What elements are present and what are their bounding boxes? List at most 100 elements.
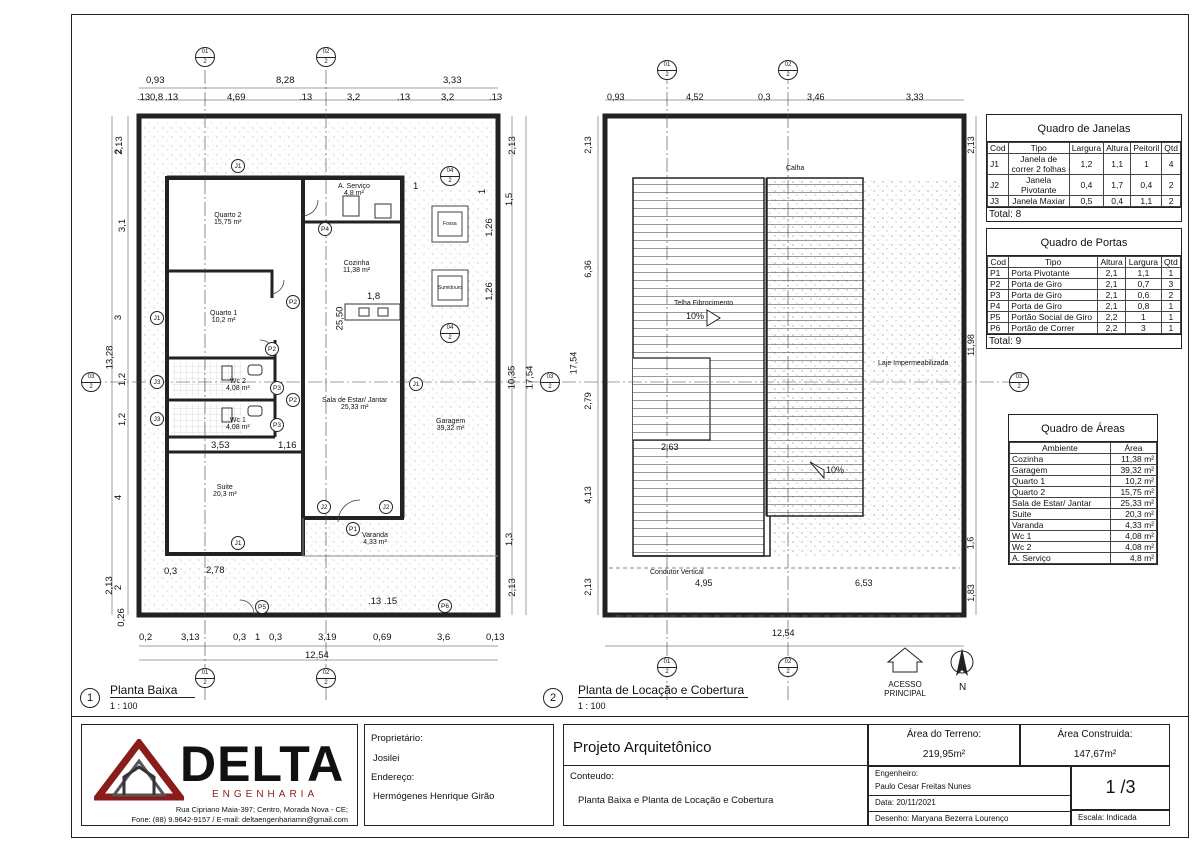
- grid-bubble-top: 03: [82, 373, 100, 383]
- cell: P6: [986, 322, 1010, 334]
- cell: Janela de correr 2 folhas: [1007, 153, 1070, 175]
- construida-value: 147,67m²: [1073, 749, 1117, 760]
- dim-inner-7: .13: [368, 596, 382, 607]
- cell: Janela Pivotante: [1007, 174, 1070, 196]
- cell: P1: [986, 267, 1010, 279]
- cell: 1: [1160, 267, 1182, 279]
- dimension-lines: [111, 87, 977, 661]
- access-label: ACESSO PRINCIPAL: [884, 680, 926, 698]
- dim-inner-5: 0,3: [164, 566, 178, 577]
- cell: 1,1: [1103, 153, 1132, 175]
- dim-bottom-4: 0,3: [269, 632, 283, 643]
- tag-p2-b: P2: [265, 342, 279, 356]
- dim-top2-2: .13: [165, 92, 179, 103]
- cell: 39,32 m²: [1109, 464, 1158, 476]
- col-qtd: Qtd: [1161, 142, 1181, 154]
- tag-p6: P6: [438, 599, 452, 613]
- cell: Portão Social de Giro: [1008, 311, 1099, 323]
- cell: 20,3 m²: [1109, 508, 1158, 520]
- dim-p2-left-0: 2,13: [582, 136, 593, 154]
- cell: 1,2: [1068, 153, 1105, 175]
- cell: Porta Pivotante: [1008, 267, 1099, 279]
- dim-right-10: 2,13: [506, 578, 518, 597]
- dim-bottom-total: 12,54: [305, 650, 329, 661]
- tag-j1-d: J1: [409, 377, 423, 391]
- dim-p2-left-total: 17,54: [568, 351, 579, 375]
- dim-bottom-3: 1: [255, 632, 261, 643]
- scale-value: Escala: Indicada: [1078, 813, 1137, 822]
- dim-inner-1: 1,8: [367, 291, 381, 302]
- cell: P3: [986, 289, 1010, 301]
- cell: 0,7: [1125, 278, 1162, 290]
- dim-top2-5: 3,2: [347, 92, 361, 103]
- cell: P2: [986, 278, 1010, 290]
- tag-j2-a: J2: [317, 500, 331, 514]
- tag-p1: P1: [346, 522, 360, 536]
- view-2-number: 2: [543, 688, 563, 708]
- dim-right-3: 1,5: [504, 192, 516, 207]
- cell: 4,8 m²: [1109, 552, 1158, 564]
- col-cod: Cod: [986, 256, 1010, 268]
- cell: Wc 2: [1009, 541, 1111, 553]
- grid-bubble-bottom: 2: [324, 59, 328, 65]
- delta-logo-icon: [94, 739, 184, 801]
- company-address: Rua Cipriano Maia-397; Centro, Morada No…: [175, 805, 348, 814]
- dim-p2-left-4: 2,13: [582, 578, 593, 596]
- cell: Quarto 2: [1009, 486, 1111, 498]
- dim-p2-left-3: 4,13: [582, 486, 593, 504]
- dim-p2-bottom-total: 12,54: [772, 628, 795, 638]
- grid-bubble-top: 02: [317, 48, 335, 58]
- company-contact: Fone: (88) 9.9642-9157 / E-mail: deltaen…: [131, 815, 348, 824]
- cell: Portão de Correr: [1008, 322, 1099, 334]
- dim-inner-2: 25,50: [334, 306, 346, 331]
- grid-bubble-bottom: 2: [665, 72, 669, 78]
- areas-title: Quadro de Áreas: [1009, 415, 1157, 442]
- cell: 2,1: [1097, 289, 1127, 301]
- cell: 3: [1160, 278, 1182, 290]
- label-slope-1: 10%: [686, 311, 705, 321]
- plan-2-locacao-cobertura: [602, 113, 974, 676]
- dim-p2-top-3: 3,46: [807, 92, 825, 102]
- cell: 0,4: [1130, 174, 1163, 196]
- dim-inner-0: 1: [413, 181, 419, 192]
- grid-bubble-top: 04: [441, 167, 459, 177]
- grid-bubble-top: 01: [196, 48, 214, 58]
- north-label: N: [959, 682, 967, 693]
- grid-bubble-bottom: 2: [448, 178, 452, 184]
- cell: Janela Maxiar: [1007, 195, 1070, 207]
- tag-j1-b: J1: [150, 311, 164, 325]
- cell: 11,38 m²: [1109, 453, 1158, 465]
- drawing-sheet-border: [71, 14, 1189, 838]
- cell: 2,2: [1097, 322, 1127, 334]
- dim-bottom-2: 0,3: [233, 632, 247, 643]
- dim-top2-1: 0,8: [150, 92, 164, 103]
- date-value: Data: 20/11/2021: [875, 798, 936, 807]
- cell: 2,1: [1097, 300, 1127, 312]
- cell: 15,75 m²: [1109, 486, 1158, 498]
- grid-bubble-bottom: 2: [786, 669, 790, 675]
- dim-left-10: 1,2: [117, 412, 129, 427]
- cell: Porta de Giro: [1008, 278, 1099, 290]
- cell: Porta de Giro: [1008, 289, 1099, 301]
- grid-bubble-top: 02: [779, 61, 797, 71]
- grid-bubble-bottom: 2: [89, 384, 93, 390]
- project-box: Projeto Arquitetônico Conteudo: Planta B…: [563, 724, 868, 826]
- dim-inner-8: .15: [384, 596, 398, 607]
- cell: 0,4: [1068, 174, 1105, 196]
